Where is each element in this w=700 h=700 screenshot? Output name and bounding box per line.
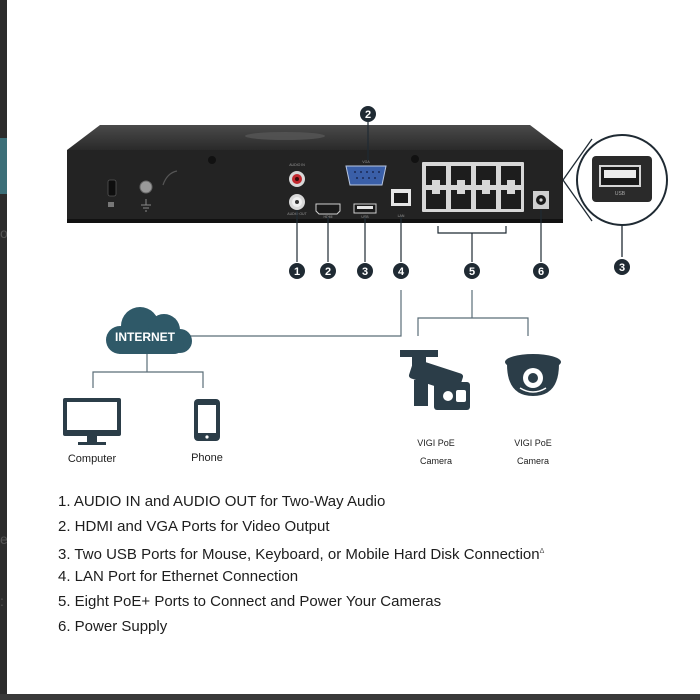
poe-port	[426, 190, 446, 209]
vga-port	[345, 165, 387, 186]
svg-text:4: 4	[398, 266, 405, 278]
legend-item: 2. HDMI and VGA Ports for Video Output	[58, 518, 330, 535]
screw-icon	[208, 156, 216, 164]
lan-port-label: LAN	[398, 214, 405, 218]
svg-text:3: 3	[619, 262, 625, 274]
usb-zoom-callout: USB	[562, 134, 668, 257]
callout-leaders	[296, 122, 542, 262]
callout-badge: 5	[464, 263, 480, 279]
computer-icon	[63, 398, 121, 445]
poe-port	[451, 190, 471, 209]
bottom-window-edge	[0, 694, 700, 700]
edge-glyph: e	[0, 532, 7, 546]
callout-badge: 2	[320, 263, 336, 279]
internet-cloud-icon	[106, 307, 192, 354]
svg-text:6: 6	[538, 266, 544, 278]
left-edge-accent	[0, 138, 7, 194]
svg-text:3: 3	[362, 266, 368, 278]
hdmi-port	[315, 203, 341, 215]
footnote-mark: Δ	[539, 548, 545, 555]
callout-badge: 2	[360, 106, 376, 122]
ground-icon	[141, 199, 151, 212]
svg-text:2: 2	[325, 266, 331, 278]
brand-logo-icon	[245, 132, 325, 140]
svg-text:1: 1	[294, 266, 300, 278]
edge-glyph: o	[0, 226, 7, 240]
callout-badge: 3	[357, 263, 373, 279]
security-lock-slot-icon	[107, 179, 117, 197]
edge-glyph: :	[0, 594, 4, 608]
legend-item: 3. Two USB Ports for Mouse, Keyboard, or…	[58, 546, 545, 563]
callout-badge: 1	[289, 263, 305, 279]
poe-port	[426, 166, 446, 185]
poe-port	[476, 190, 496, 209]
ground-screw-icon	[139, 180, 153, 194]
turret-camera-label-line1: VIGI PoE	[514, 438, 552, 448]
poe-port-group	[422, 162, 524, 212]
poe-port	[501, 190, 521, 209]
legend-item: 1. AUDIO IN and AUDIO OUT for Two-Way Au…	[58, 493, 386, 510]
connection-diagram: AUDIO IN AUDIO OUT VGA HDMI USB	[63, 106, 668, 466]
svg-text:2: 2	[365, 109, 371, 121]
legend-item: 4. LAN Port for Ethernet Connection	[58, 568, 299, 585]
left-window-edge	[0, 0, 7, 700]
bullet-camera-label-line1: VIGI PoE	[417, 438, 455, 448]
poe-port	[501, 166, 521, 185]
network-lines	[92, 290, 529, 388]
turret-camera-icon	[505, 354, 561, 396]
phone-icon	[194, 399, 220, 441]
legend-item: 6. Power Supply	[58, 618, 168, 635]
callout-badge: 6	[533, 263, 549, 279]
nvr-device: AUDIO IN AUDIO OUT VGA HDMI USB	[67, 125, 563, 223]
computer-label: Computer	[68, 453, 117, 465]
legend-item: 5. Eight PoE+ Ports to Connect and Power…	[58, 593, 442, 610]
lock-icon	[108, 202, 114, 207]
vga-port-label: VGA	[362, 160, 370, 164]
svg-text:5: 5	[469, 266, 475, 278]
port-legend-list: 1. AUDIO IN and AUDIO OUT for Two-Way Au…	[58, 492, 544, 642]
bullet-camera-label-line2: Camera	[420, 456, 452, 466]
turret-camera-label-line2: Camera	[517, 456, 549, 466]
callout-badge: 3	[614, 259, 630, 275]
bullet-camera-icon	[400, 350, 470, 410]
phone-label: Phone	[191, 452, 223, 464]
callout-badge: 4	[393, 263, 409, 279]
zoom-usb-label: USB	[615, 191, 626, 197]
screw-icon	[411, 155, 419, 163]
poe-port	[451, 166, 471, 185]
audio-in-port-label: AUDIO IN	[289, 163, 305, 167]
poe-port	[476, 166, 496, 185]
cloud-label: INTERNET	[115, 330, 176, 344]
